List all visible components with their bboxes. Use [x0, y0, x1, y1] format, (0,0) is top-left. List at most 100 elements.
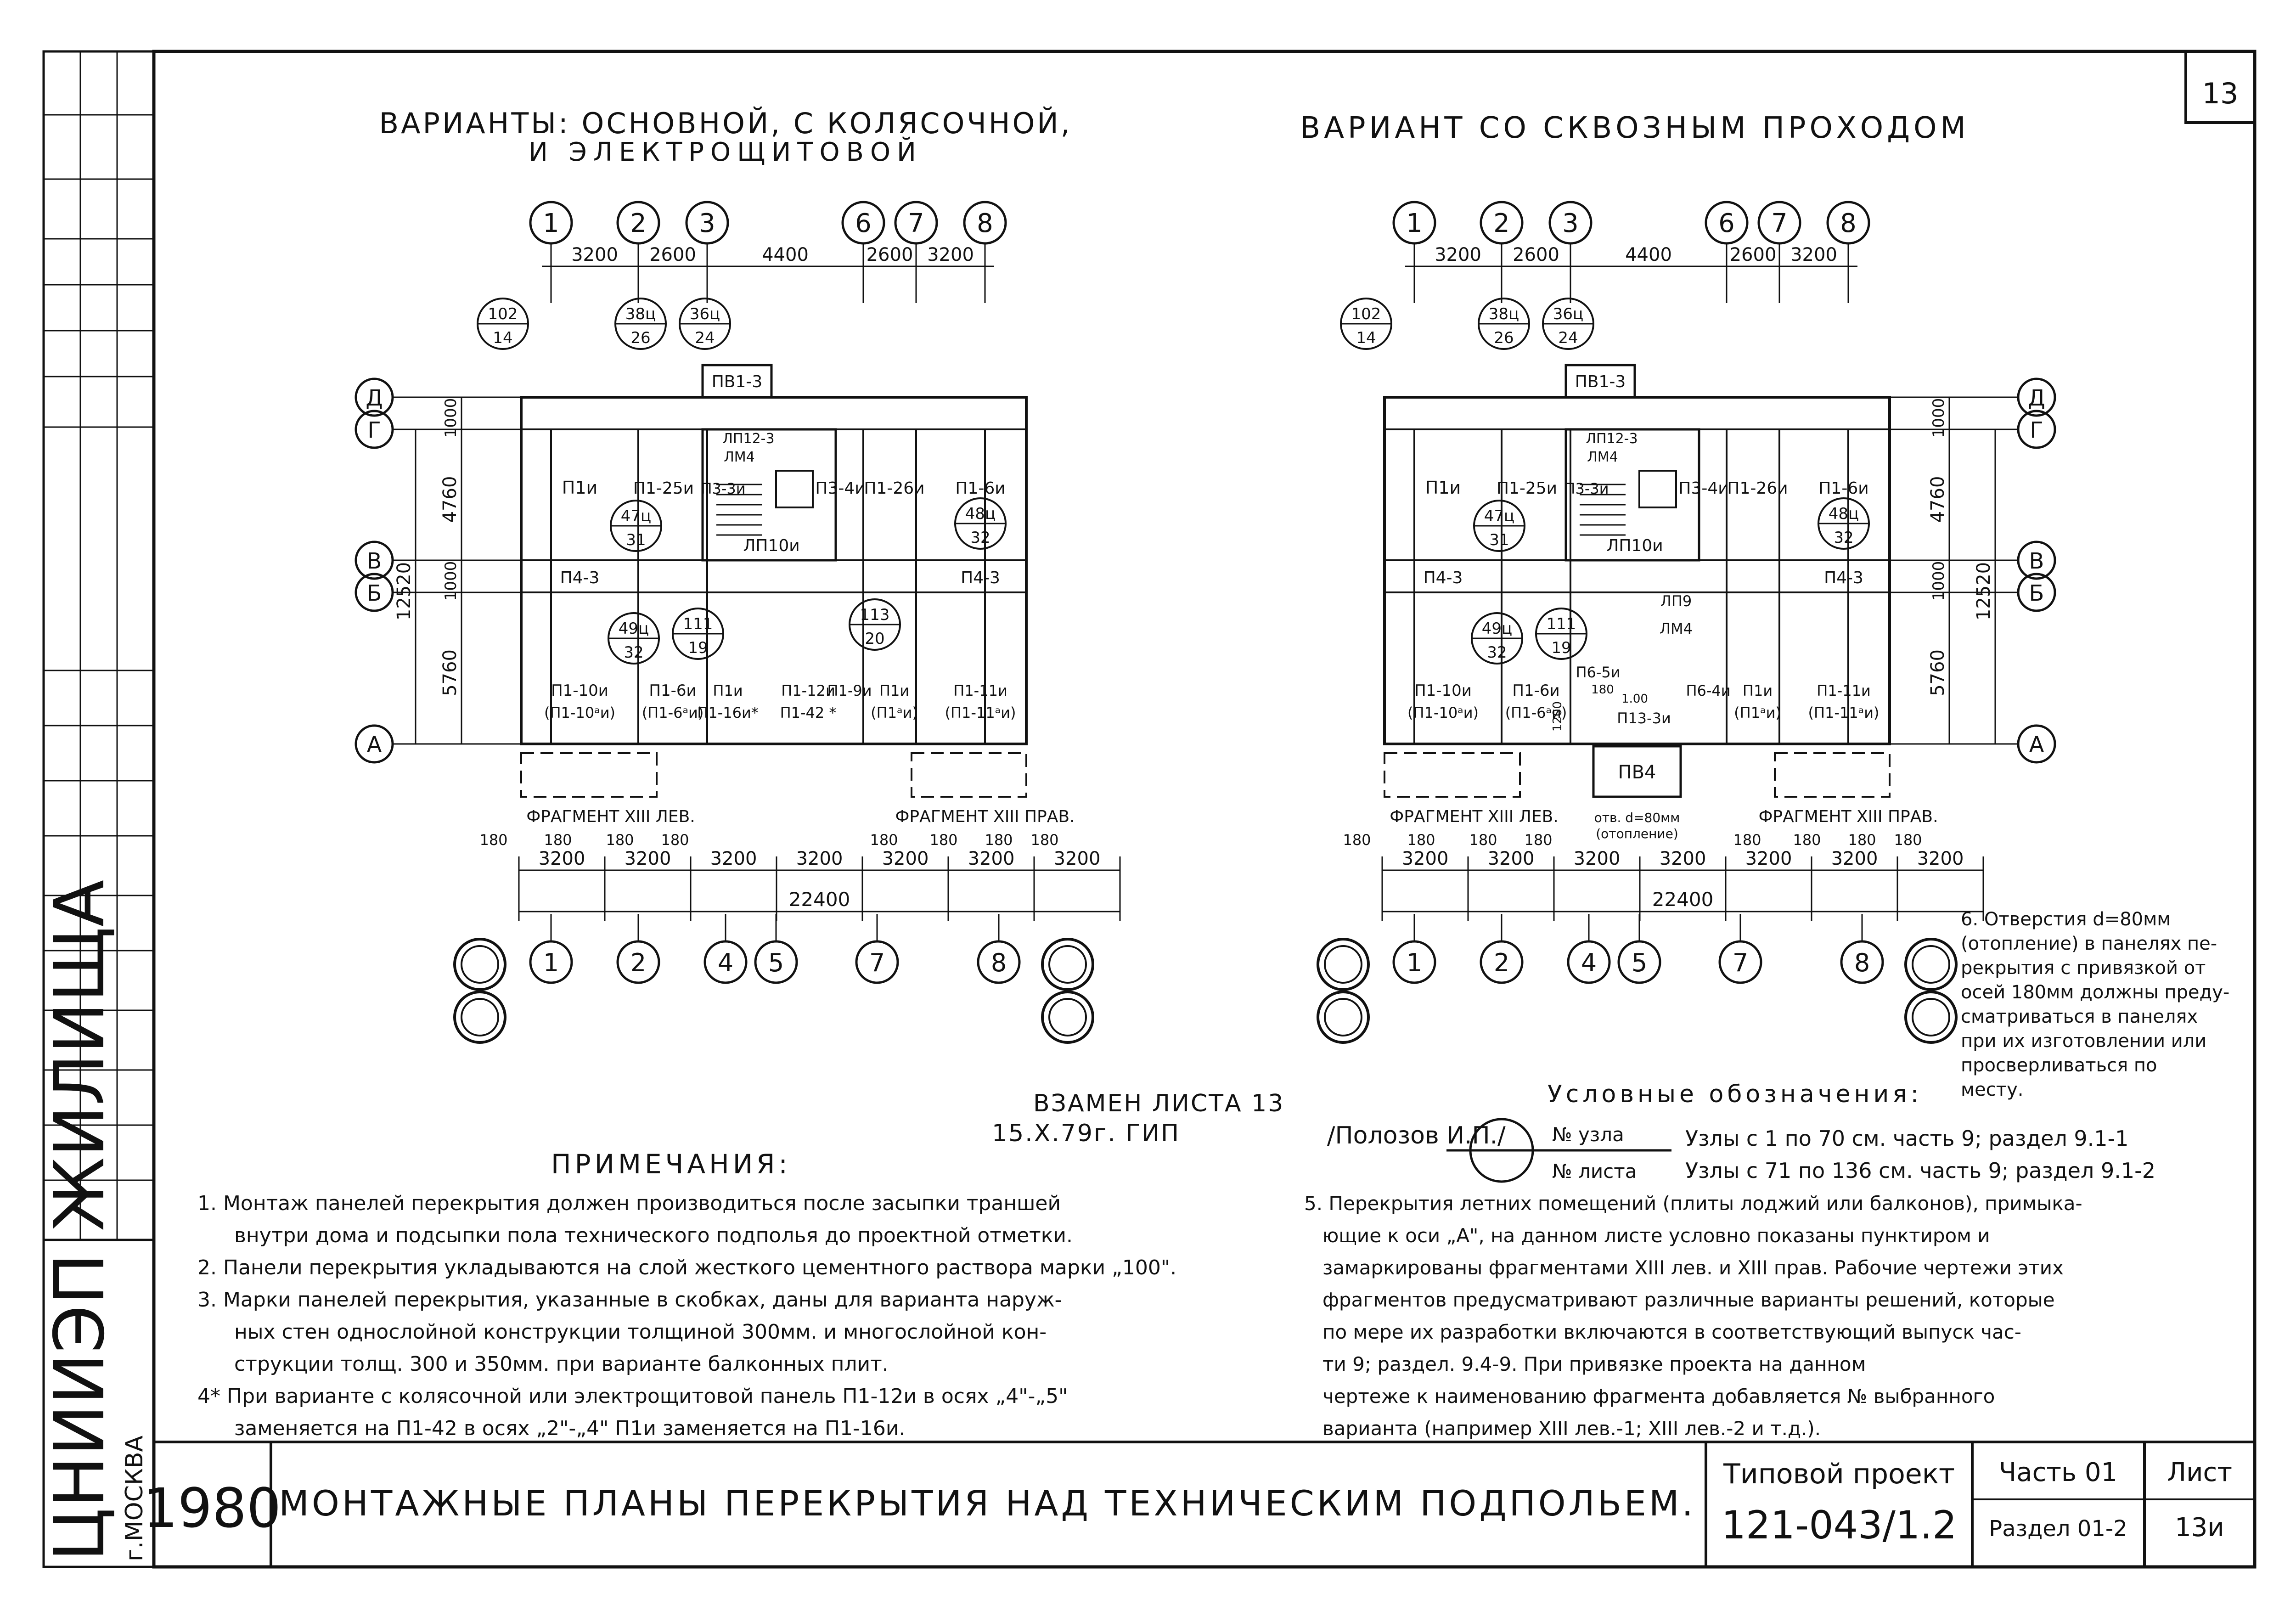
note-line: ти 9; раздел. 9.4-9. При привязке проект… [1322, 1353, 1866, 1375]
dimension-top: 2600 [1513, 244, 1559, 265]
replace-note-2: 15.X.79г. ГИП [992, 1120, 1180, 1147]
balcony-fragment [911, 752, 1027, 798]
axis-break-circle [453, 991, 506, 1044]
note-line: чертеже к наименованию фрагмента добавля… [1322, 1385, 1995, 1408]
panel-label: ЛП10и [1606, 536, 1663, 555]
stair-block [1564, 428, 1700, 562]
sheet-label: Лист [2167, 1458, 2232, 1487]
sheet-value: 13и [2175, 1513, 2224, 1543]
dimension-label: 1200 [1551, 701, 1564, 732]
vent-block [701, 364, 773, 399]
node-callout-sheet: 14 [1356, 329, 1376, 347]
offset-dimension: 180 [1343, 831, 1371, 849]
panel-label: П3-3и [1564, 480, 1609, 497]
panel-label: П1-10и [551, 681, 608, 700]
dimension-bottom: 3200 [1660, 848, 1706, 869]
node-callout-sheet: 31 [626, 531, 646, 549]
axis-label-top: 7 [908, 208, 924, 238]
note-6-line: месту. [1961, 1079, 2023, 1100]
sheet-number-box [2184, 50, 2256, 124]
left-plan-title-2: И ЭЛЕКТРОЩИТОВОЙ [529, 137, 923, 167]
node-callout-sheet: 14 [493, 329, 512, 347]
offset-dimension: 180 [870, 831, 898, 849]
org-name: ЦНИИЭП ЖИЛИЩА [40, 880, 120, 1561]
note-label: отв. d=80мм [1594, 810, 1680, 825]
axis-label-bottom: 1 [1407, 948, 1422, 977]
panel-label: П4-3 [1424, 569, 1463, 587]
axis-label-row: В [2029, 548, 2044, 574]
panel-label: ЛМ4 [1587, 449, 1618, 465]
note-label: (отопление) [1596, 826, 1678, 841]
dimension-total: 22400 [1652, 888, 1714, 911]
dimension-side: 1000 [442, 398, 460, 438]
panel-label: П1-42 * [780, 704, 837, 721]
panel-label: (П1-6ᵃи) [1505, 704, 1567, 721]
axis-label-top: 1 [1406, 208, 1423, 238]
dimension-bottom: 3200 [968, 848, 1015, 869]
node-callout-sheet: 32 [1487, 643, 1507, 662]
dimension-side: 1000 [442, 561, 460, 601]
panel-label: П1-26и [1727, 479, 1788, 498]
note-6-line: 6. Отверстия d=80мм [1961, 909, 2171, 930]
axis-label-bottom: 2 [1494, 948, 1509, 977]
note-line: внутри дома и подсыпки пола технического… [234, 1224, 1073, 1247]
axis-label-top: 7 [1771, 208, 1788, 238]
panel-label: ЛП9 [1660, 592, 1692, 610]
panel-label: (П1ᵃи) [1734, 704, 1781, 721]
panel-label: П1-12и [781, 682, 835, 699]
axis-label-row: А [367, 732, 382, 758]
panel-label: П1-25и [1497, 479, 1557, 498]
dimension-total: 22400 [789, 888, 850, 911]
vent-block [1564, 364, 1636, 399]
vent-block-label: ПВ1-3 [712, 372, 763, 391]
dimension-top: 4400 [762, 244, 809, 265]
vent-block-pv4 [1592, 745, 1682, 798]
axis-label-row: Г [2030, 417, 2043, 443]
offset-dimension: 180 [1894, 831, 1922, 849]
panel-label: П3-3и [701, 480, 745, 497]
dimension-top: 3200 [1790, 244, 1837, 265]
dimension-bottom: 3200 [882, 848, 929, 869]
node-callout-number: 36ц [1553, 305, 1583, 323]
legend-line-1: Узлы с 1 по 70 см. часть 9; раздел 9.1-1 [1685, 1126, 2128, 1151]
fragment-label: ФРАГМЕНТ XIII ЛЕВ. [526, 807, 695, 826]
node-callout-number: 36ц [690, 305, 720, 323]
node-callout-sheet: 26 [1494, 329, 1514, 347]
panel-label: П1и [562, 478, 597, 498]
dimension-side: 12520 [394, 562, 415, 620]
panel-label: П4-3 [1824, 569, 1863, 587]
panel-label: (П1-10ᵃи) [1407, 704, 1479, 721]
dimension-side: 1000 [1930, 561, 1948, 601]
note-6-line: (отопление) в панелях пе- [1961, 933, 2217, 954]
panel-label: ЛМ4 [724, 449, 755, 465]
panel-label: П1-11и [1817, 682, 1870, 699]
axis-label-row: Б [367, 580, 382, 606]
panel-label: ЛМ4 [1660, 620, 1693, 637]
offset-dimension: 180 [1733, 831, 1761, 849]
axis-break-circle [1041, 938, 1094, 991]
axis-break-circle [1904, 938, 1958, 991]
dimension-side: 12520 [1973, 562, 1994, 620]
replace-note-1: ВЗАМЕН ЛИСТА 13 [1033, 1090, 1284, 1117]
axis-label-top: 2 [1493, 208, 1510, 238]
fragment-label: ФРАГМЕНТ XIII ПРАВ. [1758, 807, 1938, 826]
vent-block-label: ПВ4 [1618, 762, 1656, 783]
axis-label-bottom: 8 [1854, 948, 1870, 977]
notes-right: 5. Перекрытия летних помещений (плиты ло… [1304, 1192, 2082, 1440]
node-callout-number: 48ц [1829, 505, 1859, 523]
axis-break-circle [1317, 938, 1370, 991]
panel-label: П1и [713, 682, 743, 699]
axis-label-top: 8 [1840, 208, 1857, 238]
stair-block [701, 428, 837, 562]
dimension-bottom: 3200 [710, 848, 757, 869]
offset-dimension: 180 [1469, 831, 1497, 849]
node-callout-number: 38ц [1489, 305, 1519, 323]
offset-dimension: 180 [544, 831, 572, 849]
dimension-top: 3200 [927, 244, 974, 265]
building-outline [1383, 396, 1891, 745]
panel-label: П1-9и [827, 682, 872, 699]
note-line: 4* При варианте с колясочной или электро… [197, 1385, 1068, 1408]
panel-label: ЛП12-3 [1586, 431, 1638, 447]
note-6-line: при их изготовлении или [1961, 1031, 2206, 1052]
node-callout-number: 102 [1351, 305, 1381, 323]
